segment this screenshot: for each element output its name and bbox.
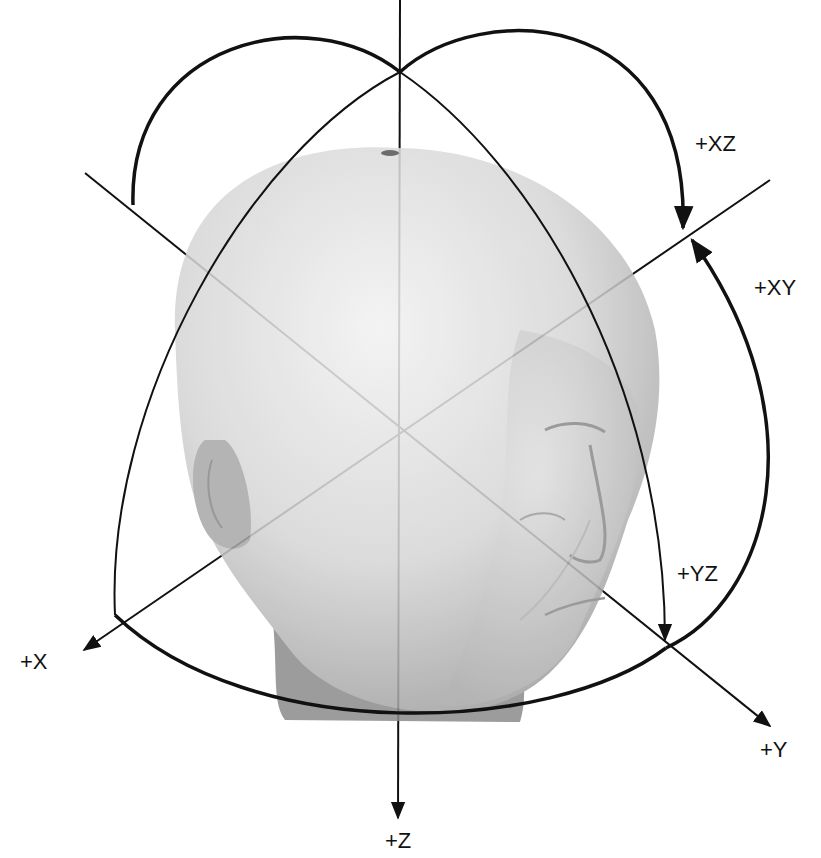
axis-label: +XZ xyxy=(693,132,738,156)
axis-label: +X xyxy=(18,650,50,674)
rotation-arcs xyxy=(115,31,769,713)
axis-lines xyxy=(84,0,770,818)
head-model xyxy=(175,147,660,722)
axis-label: +XY xyxy=(752,276,798,300)
axis-label: +YZ xyxy=(675,562,720,586)
axis-label: +Z xyxy=(383,829,413,853)
axis-label: +Y xyxy=(758,738,790,762)
